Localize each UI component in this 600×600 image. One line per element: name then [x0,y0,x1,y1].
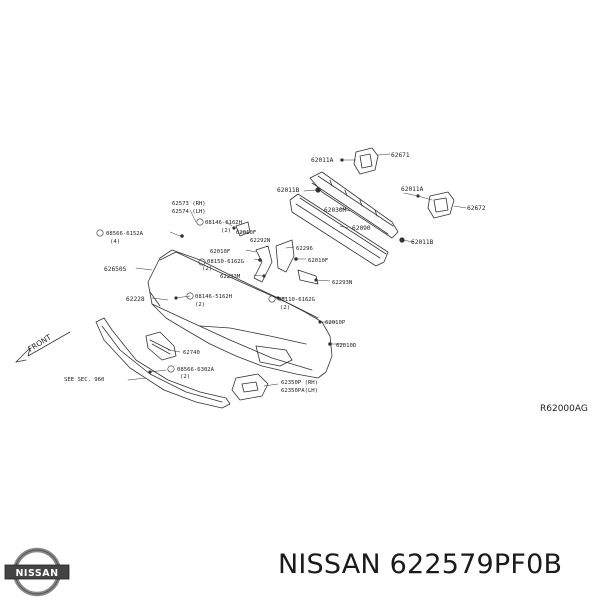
bolt-markers [96,218,276,373]
label-62672: 62672 [467,205,486,212]
label-62574: 62574 (LH) [172,209,206,215]
product-title: NISSAN 622579PF0B [278,549,563,580]
label-62090: 62090 [352,225,371,232]
label-62573: 62573 (RH) [172,201,206,207]
reference-code: R62000AG [540,404,588,414]
label-62010d: 62010D [336,343,357,349]
label-08566-615: 08566-6152A [106,231,144,237]
label-08110: 08110-6162G [278,297,316,303]
part-labels: 62011A 62671 62011B 62011A 62672 62030M … [26,152,588,414]
label-08150: 08150-6162G [207,259,245,265]
label-62011a-top: 62011A [311,157,334,164]
label-08146-top: 08146-6162H [205,220,242,226]
label-62011b-left: 62011B [277,187,300,194]
bracket-62672 [427,191,455,219]
side-bracket-left [235,221,273,283]
fog-lamp-bezel [231,373,269,401]
label-08150-qty: (2) [202,266,212,272]
label-62011a-right: 62011A [401,186,424,193]
side-bracket-right [275,239,319,285]
grille-insert [145,331,177,361]
label-62228: 62228 [126,296,145,303]
label-62293n: 62293N [332,280,352,286]
label-08566-615-qty: (4) [110,239,120,245]
label-08566-630-qty: (2) [180,374,190,380]
label-62350pa: 62350PA(LH) [281,388,318,394]
label-62010f-c: 62010F [308,258,329,264]
label-62350p: 62350P (RH) [281,380,318,386]
label-62011b-right: 62011B [411,239,434,246]
front-arrow-icon [15,331,71,363]
bumper-fascia [147,249,333,379]
energy-absorber [289,193,389,267]
label-62030m: 62030M [324,207,347,214]
see-section-label: SEE SEC. 960 [64,377,104,383]
label-62671: 62671 [391,152,410,159]
label-62296: 62296 [296,246,313,252]
nissan-logo-text: NISSAN [15,568,58,579]
bracket-62671 [353,147,379,175]
label-62010f-a: 62010F [236,230,257,236]
label-08110-qty: (2) [280,305,290,311]
fasteners [148,158,420,374]
label-62650s: 62650S [104,266,127,273]
front-direction-label: FRONT [26,332,53,353]
lower-spoiler [95,317,231,409]
nissan-logo: NISSAN [4,547,70,597]
label-08146-top-qty: (2) [221,228,231,234]
label-08566-630: 08566-6302A [177,367,215,373]
label-08146-mid: 08146-5162H [195,294,232,300]
label-62010f-b: 62010F [210,249,231,255]
reinforcement-beam [309,171,399,239]
label-62740: 62740 [183,350,200,356]
label-62293m: 62293M [220,274,241,280]
label-08146-mid-qty: (2) [195,302,205,308]
label-62010p: 62010P [325,320,346,326]
label-62292n: 62292N [250,238,270,244]
